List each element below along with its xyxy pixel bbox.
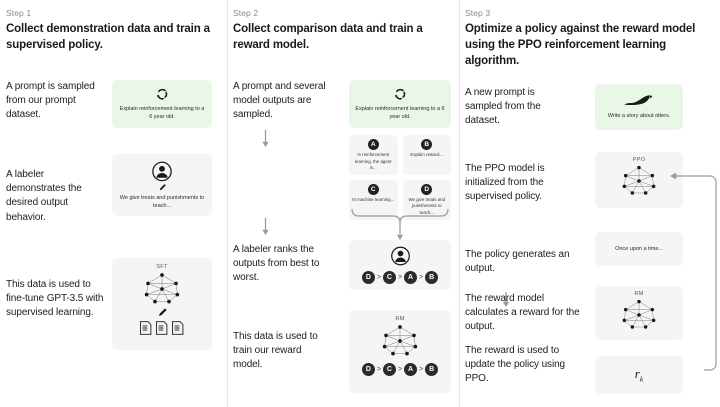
step-2-column: Step 2 Collect comparison data and train…: [227, 0, 510, 407]
step-1-prompt-box: Explain reinforcement learning to a 6 ye…: [112, 80, 212, 128]
step-1-caption-1: A prompt is sampled from our prompt data…: [6, 81, 95, 121]
step-2-prompt-text: Explain reinforcement learning to a 6 ye…: [355, 105, 445, 120]
step-3-ppo-label: PPO: [632, 157, 646, 163]
step-2-caption-3: This data is used to train our reward mo…: [233, 331, 318, 371]
step-3-output-text: Once upon a time...: [615, 245, 663, 252]
rm-rank-sep-3: >: [419, 366, 424, 373]
rank-sep-3: >: [419, 274, 424, 281]
step-3-rm-box: RM: [595, 286, 683, 340]
labeler-person-icon: [390, 246, 410, 266]
option-letter-b: B: [421, 139, 433, 150]
step-3-caption-4: The reward model calculates a reward for…: [465, 293, 580, 333]
rank-chip-3: A: [404, 271, 418, 284]
neural-network-icon: [622, 299, 656, 329]
step-3-column: Step 3 Optimize a policy against the rew…: [459, 0, 720, 407]
option-text-b: Explain reward...: [410, 152, 444, 157]
step-3-caption-3: The policy generates an output.: [465, 249, 570, 275]
pencil-icon: [159, 184, 166, 191]
rank-chip-1: D: [361, 271, 375, 284]
step-1-sft-box: SFT: [112, 258, 212, 350]
neural-network-icon: [144, 273, 180, 304]
column-divider-1: [227, 0, 228, 407]
step-2-output-options: A In reinforcement learning, the agent i…: [349, 135, 451, 220]
recycle-arrows-icon: [395, 88, 406, 100]
step-2-prompt-box: Explain reinforcement learning to a 6 ye…: [349, 80, 451, 128]
step-2-rm-ranking: D > C > A > B: [361, 363, 439, 376]
step-3-rm-label: RM: [634, 291, 644, 297]
option-text-d: We give treats and punishments to teach.…: [408, 196, 446, 216]
documents-icon: [139, 321, 184, 335]
step-2-rm-label: RM: [395, 316, 405, 322]
step-1-prompt-text: Explain reinforcement learning to a 6 ye…: [119, 105, 205, 120]
rank-sep-1: >: [376, 274, 381, 281]
step-3-prompt-box: Write a story about otters.: [595, 84, 683, 130]
neural-network-icon: [382, 325, 418, 356]
rm-rank-chip-3: A: [404, 363, 418, 376]
rank-sep-2: >: [397, 274, 403, 281]
step-2-caption-2: A labeler ranks the outputs from best to…: [233, 244, 320, 284]
step-1-labeler-box: We give treats and punishments to teach.…: [112, 154, 212, 216]
rm-rank-chip-2: C: [382, 363, 396, 376]
reward-subscript: k: [639, 374, 644, 384]
rm-rank-sep-2: >: [397, 366, 403, 373]
column-divider-2: [459, 0, 460, 407]
option-text-c: In machine learning...: [352, 196, 395, 202]
reward-symbol: r: [634, 366, 640, 382]
output-option-b[interactable]: B Explain reward...: [402, 135, 451, 175]
rm-rank-chip-4: B: [425, 363, 439, 376]
step-3-caption-1: A new prompt is sampled from the dataset…: [465, 87, 541, 127]
step-3-reward-box: rk: [595, 356, 683, 394]
step-1-caption-3: This data is used to fine-tune GPT-3.5 w…: [6, 279, 104, 319]
step-2-rm-box: RM D > C > A > B: [349, 310, 451, 393]
arrow-down-icon: [629, 268, 720, 284]
step-1-caption-2: A labeler demonstrates the desired outpu…: [6, 169, 82, 223]
step-1-labeler-text: We give treats and punishments to teach.…: [119, 194, 205, 209]
option-letter-a: A: [367, 139, 379, 150]
step-2-title: Collect comparison data and train a rewa…: [233, 23, 423, 51]
arrow-down-icon: [502, 292, 510, 307]
output-option-d[interactable]: D We give treats and punishments to teac…: [402, 179, 451, 220]
rank-chip-4: B: [425, 271, 439, 284]
step-2-label: Step 2: [233, 8, 259, 18]
labeler-person-icon: [152, 161, 172, 182]
step-3-caption-5: The reward is used to update the policy …: [465, 345, 565, 385]
rank-chip-2: C: [382, 271, 396, 284]
step-3-title: Optimize a policy against the reward mod…: [465, 23, 696, 67]
output-option-a[interactable]: A In reinforcement learning, the agent i…: [349, 135, 398, 175]
step-2-ranker-box: D > C > A > B: [349, 240, 451, 290]
rm-rank-chip-1: D: [361, 363, 375, 376]
option-letter-c: C: [367, 183, 379, 195]
step-3-ppo-box: PPO: [595, 152, 683, 208]
step-1-title: Collect demonstration data and train a s…: [6, 23, 210, 51]
step-1-label: Step 1: [6, 8, 32, 18]
output-option-c[interactable]: C In machine learning...: [349, 179, 398, 220]
step-1-sft-label: SFT: [156, 264, 168, 270]
merge-brace-icon: [351, 208, 449, 240]
otter-icon: [624, 95, 653, 106]
arrow-down-icon: [262, 218, 269, 235]
arrow-down-icon: [262, 130, 269, 147]
reward-value: rk: [635, 366, 643, 384]
step-1-column: Step 1 Collect demonstration data and tr…: [0, 0, 269, 407]
step-3-output-box: Once upon a time...: [595, 232, 683, 266]
rm-rank-sep-1: >: [376, 366, 381, 373]
arrow-down-icon: [629, 132, 720, 148]
step-2-caption-1: A prompt and several model outputs are s…: [233, 81, 326, 121]
step-3-prompt-text: Write a story about otters.: [607, 113, 671, 120]
arrow-down-icon: [629, 341, 720, 355]
pencil-icon: [158, 308, 167, 317]
option-letter-d: D: [421, 183, 433, 195]
step-3-label: Step 3: [465, 8, 491, 18]
step-3-caption-2: The PPO model is initialized from the su…: [465, 163, 545, 203]
step-2-ranking: D > C > A > B: [361, 271, 439, 284]
option-text-a: In reinforcement learning, the agent is.…: [355, 152, 392, 171]
arrow-down-icon: [629, 210, 720, 226]
neural-network-icon: [622, 165, 656, 195]
recycle-arrows-icon: [157, 88, 168, 100]
